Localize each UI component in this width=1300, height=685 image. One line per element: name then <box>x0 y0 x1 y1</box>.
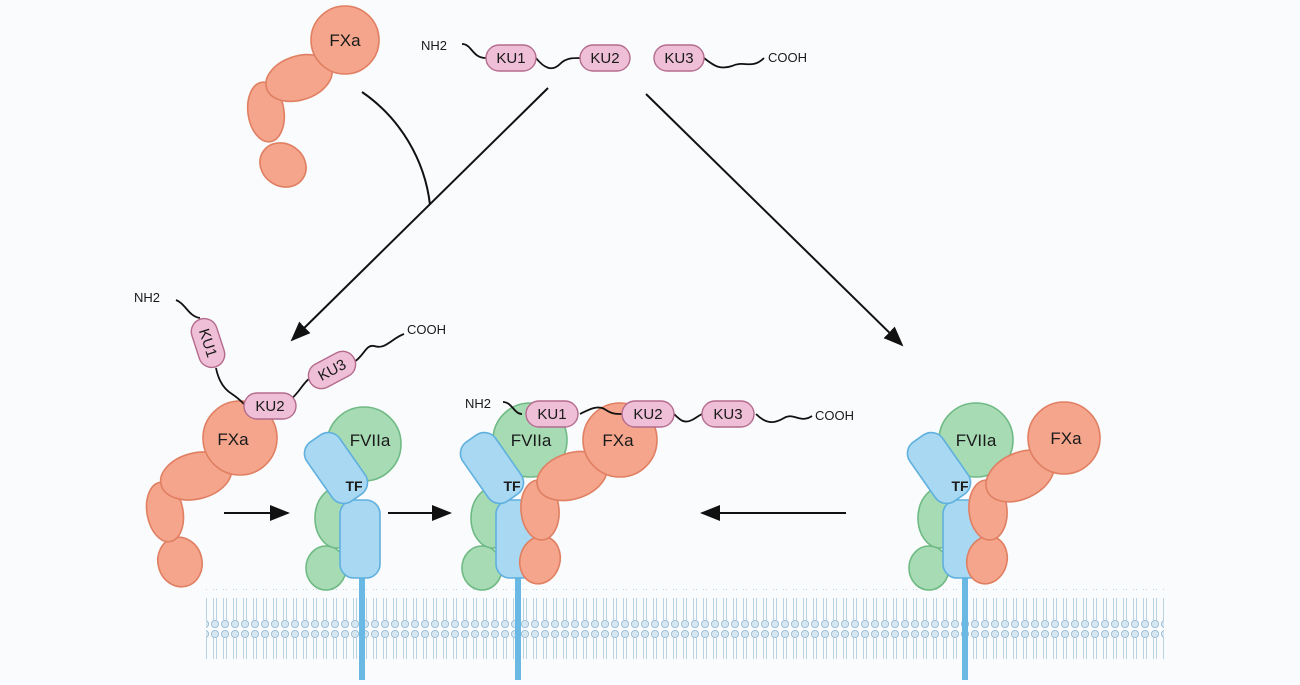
tfpi-center-ku2-label: KU2 <box>633 406 662 423</box>
tfpi-left-nh2: NH2 <box>134 290 160 305</box>
tfpi-left-ku2-label: KU2 <box>255 398 284 415</box>
fviia-3-label: FVIIa <box>956 431 997 450</box>
tfpi-center-ku1-label: KU1 <box>537 406 566 423</box>
fxa-binding-curve <box>361 91 431 206</box>
tfpi-left-ku1 <box>190 317 226 369</box>
tfpi-left-cooh: COOH <box>407 322 446 337</box>
free-fxa-label: FXa <box>329 31 361 50</box>
tfpi-free-ku3-label: KU3 <box>664 50 693 67</box>
tf-1-label: TF <box>345 478 363 494</box>
tfpi-left-ku3 <box>307 350 357 390</box>
tfpi-free-ku3 <box>653 44 705 72</box>
tf-fviia-complex-1: FVIIa TF <box>303 406 402 591</box>
tfpi-free: NH2 KU1 KU2 KU3 COOH <box>421 38 807 72</box>
fviia-2-label: FVIIa <box>511 431 552 450</box>
tfpi-free-ku1-label: KU1 <box>496 50 525 67</box>
tf-stalk-2 <box>515 575 521 680</box>
tfpi-center-nh2: NH2 <box>465 396 491 411</box>
fxa-tfpi-complex: FXa NH2 KU1 KU2 KU3 COOH <box>134 290 446 588</box>
fxa-left-label: FXa <box>217 430 249 449</box>
fxa-center-label: FXa <box>602 431 634 450</box>
tf-2-label: TF <box>503 478 521 494</box>
fxa-right-label: FXa <box>1050 429 1082 448</box>
tfpi-center-ku1 <box>525 400 579 428</box>
tf-stalk-1 <box>359 575 365 680</box>
tfpi-center-ku3 <box>701 400 755 428</box>
tfpi-free-cooh: COOH <box>768 50 807 65</box>
tfpi-center-ku3-label: KU3 <box>713 406 742 423</box>
fviia-1-label: FVIIa <box>350 431 391 450</box>
tfpi-center-cooh: COOH <box>815 408 854 423</box>
fxa-right <box>965 401 1101 585</box>
tf-3-label: TF <box>951 478 969 494</box>
arrow-to-left-complex <box>290 87 549 342</box>
tfpi-center-ku2 <box>621 400 675 428</box>
fxa-center <box>518 402 658 585</box>
tfpi-free-nh2: NH2 <box>421 38 447 53</box>
tfpi-free-ku2 <box>579 44 631 72</box>
tfpi-left-ku2 <box>243 392 297 420</box>
tf-fviia-fxa-complex: FVIIa TF FXa <box>906 401 1101 591</box>
tfpi-free-ku1 <box>485 44 537 72</box>
fxa-left <box>145 400 278 588</box>
arrows <box>224 87 904 521</box>
quaternary-complex: FVIIa TF FXa NH2 KU1 KU2 KU3 COOH <box>459 396 854 591</box>
cell-membrane <box>206 589 1164 659</box>
free-fxa <box>246 5 380 188</box>
arrow-to-right-complex <box>645 93 904 347</box>
tf-stalk-3 <box>962 575 968 680</box>
tfpi-free-ku2-label: KU2 <box>590 50 619 67</box>
